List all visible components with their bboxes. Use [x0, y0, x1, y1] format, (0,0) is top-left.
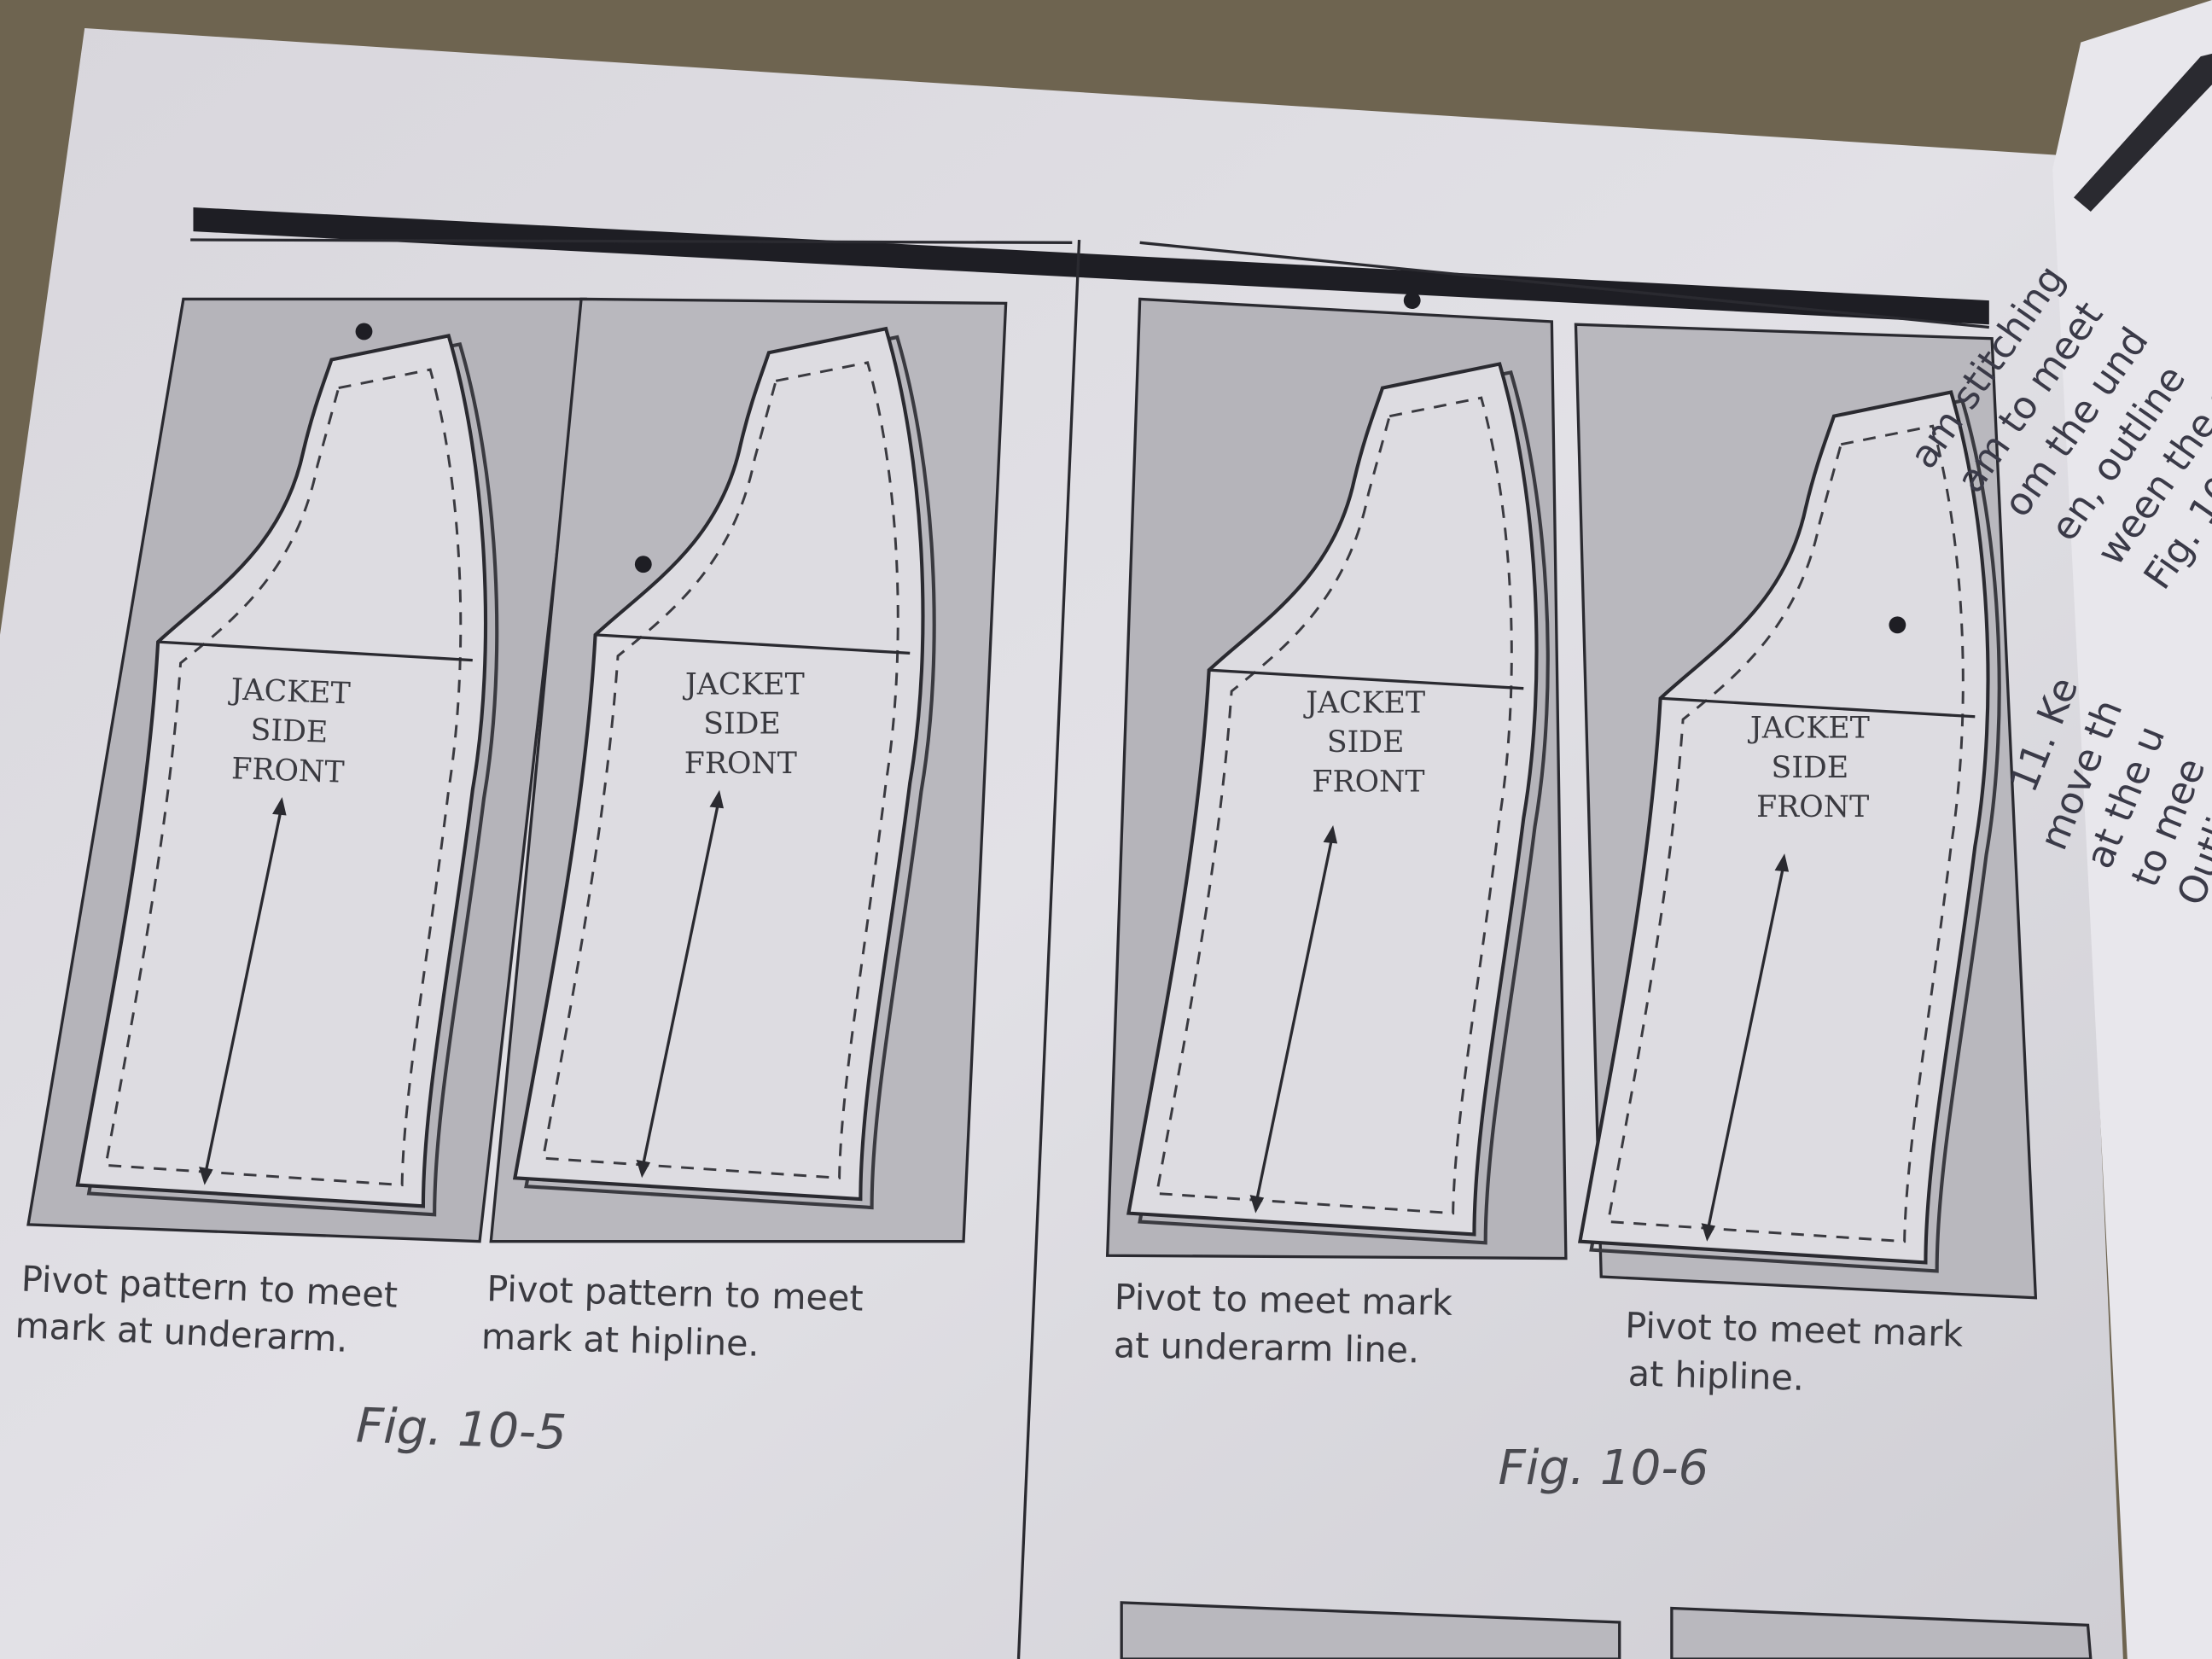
facing-page: [2052, 0, 2212, 1659]
thin-rule-right: [1139, 241, 1989, 329]
facing-page-rule: [2074, 53, 2212, 212]
jacket-label-1: JACKET: [228, 672, 351, 711]
panel-hipline-10-6: [1574, 323, 2038, 1300]
figure-caption-10-5: Fig. 10-5: [355, 1398, 568, 1461]
jacket-label-2: SIDE: [703, 707, 781, 742]
caption-hipline-10-6: Pivot to meet mark: [1625, 1305, 1964, 1354]
jacket-label-3: JACKET: [1303, 686, 1425, 720]
column-divider: [1016, 239, 1081, 1659]
thin-rule-left: [190, 238, 1073, 244]
jacket-label-3: SIDE: [1327, 725, 1405, 760]
caption-hipline-10-5: Pivot pattern to meet: [486, 1268, 864, 1319]
figure-caption-10-6: Fig. 10-6: [1499, 1441, 1709, 1496]
jacket-label-4: FRONT: [1756, 790, 1869, 824]
jacket-label-3: FRONT: [1312, 765, 1424, 799]
caption-underarm-10-6: Pivot to meet mark: [1115, 1277, 1453, 1324]
panel-underarm-10-5: [26, 297, 587, 1243]
next-figure-panel: [1120, 1601, 1621, 1659]
jacket-label-1: FRONT: [231, 752, 345, 790]
jacket-label-4: SIDE: [1772, 751, 1849, 785]
caption-hipline-10-6: at hipline.: [1627, 1353, 1804, 1398]
jacket-label-4: JACKET: [1748, 712, 1870, 746]
facing-page-text: 11. Ke move th at the u to mee Outlin se…: [2001, 671, 2212, 911]
jacket-label-2: JACKET: [683, 667, 805, 701]
jacket-label-2: FRONT: [684, 747, 797, 781]
header-rule: [193, 207, 1989, 325]
jacket-label-1: SIDE: [250, 713, 329, 750]
pin-icons: [355, 292, 1906, 634]
panel-underarm-10-6: [1105, 297, 1568, 1260]
next-figure-panel: [1670, 1606, 2093, 1659]
caption-hipline-10-5: mark at hipline.: [480, 1316, 760, 1365]
panel-hipline-10-5: [489, 297, 1008, 1243]
caption-underarm-10-6: at underarm line.: [1114, 1324, 1420, 1371]
